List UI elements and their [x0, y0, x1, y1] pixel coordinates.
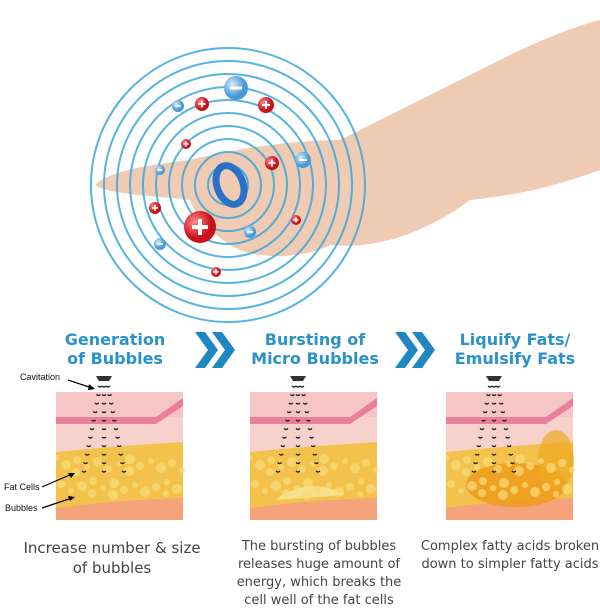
- chevron-right-icon: [395, 332, 435, 368]
- step-1-description: Increase number & size of bubbles: [23, 539, 201, 577]
- hero-hand-ring-illustration: [90, 20, 600, 323]
- positive-ion-icon: [181, 139, 191, 149]
- step-3-description: Complex fatty acids broken down to simpl…: [420, 539, 600, 572]
- cavitation-probe-icon: [486, 376, 502, 381]
- cavitation-probe-icon: [290, 376, 306, 381]
- positive-ion-icon: [258, 97, 274, 113]
- skin-cross-section-3: [446, 376, 575, 520]
- wave-ring: [103, 60, 353, 310]
- skin-cross-section-1: [56, 376, 185, 520]
- positive-ion-icon: [265, 156, 279, 170]
- positive-ion-icon: [149, 202, 161, 214]
- skin-cross-section-2: [250, 376, 379, 520]
- wave-ring: [194, 151, 262, 219]
- label-arrows: [41, 379, 95, 509]
- negative-ion-icon: [154, 238, 166, 250]
- ring-icon: [212, 162, 248, 208]
- positive-ion-icon: [291, 215, 301, 225]
- wave-ring: [142, 99, 314, 271]
- cavitation-label: Cavitation: [20, 372, 61, 382]
- step-2-description: The bursting of bubbles releases huge am…: [236, 539, 402, 608]
- negative-ion-icon: [155, 165, 165, 175]
- bubbles-label: Bubbles: [5, 503, 38, 513]
- wave-ring: [181, 138, 275, 232]
- negative-ion-icon: [295, 152, 311, 168]
- positive-ion-icon: [195, 97, 209, 111]
- wave-ring: [116, 73, 340, 297]
- negative-ion-icon: [244, 226, 256, 238]
- fat-cells-label: Fat Cells: [4, 482, 40, 492]
- cavitation-probe-icon: [96, 376, 112, 381]
- wave-ring: [168, 125, 288, 245]
- negative-ion-icon: [224, 76, 248, 100]
- chevron-right-icon: [195, 332, 235, 368]
- wave-ring: [155, 112, 301, 258]
- positive-ion-icon: [211, 267, 221, 277]
- step-3-title: Liquify Fats/Emulsify Fats: [454, 330, 576, 368]
- positive-ion-icon: [184, 211, 216, 243]
- negative-ion-icon: [172, 100, 184, 112]
- wave-ring: [90, 47, 366, 323]
